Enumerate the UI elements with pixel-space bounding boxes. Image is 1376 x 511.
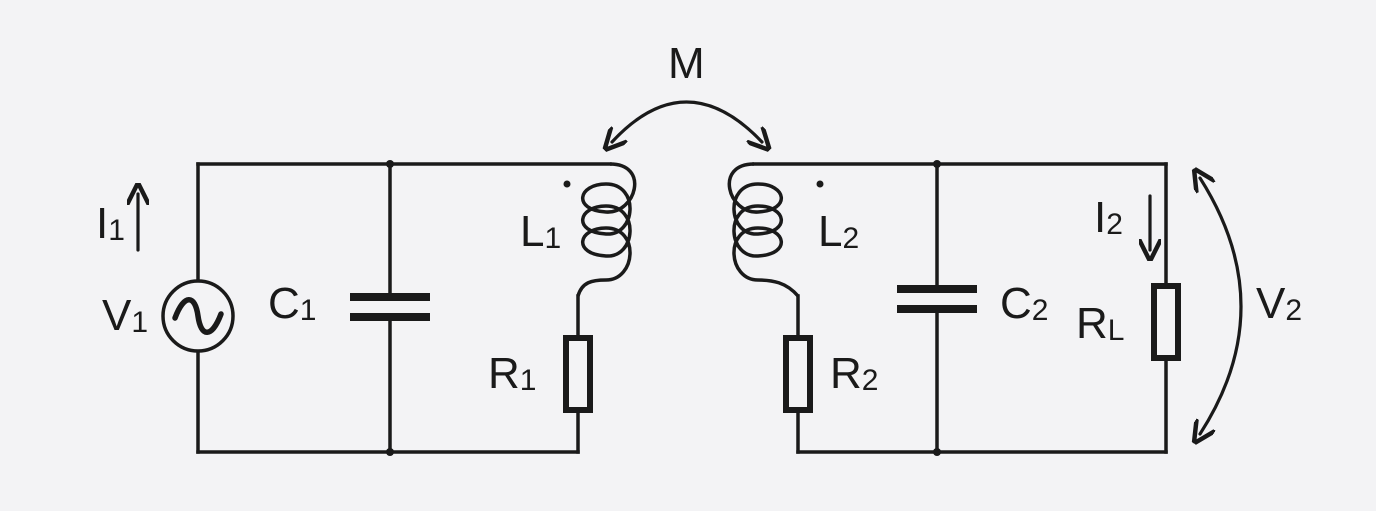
label-l1: L1 — [520, 207, 561, 256]
capacitor-c1-icon — [350, 293, 430, 321]
secondary-circuit — [727, 160, 1243, 456]
label-c2: C2 — [1000, 279, 1048, 328]
inductor-l2-icon — [727, 162, 800, 298]
ac-source-icon — [161, 279, 235, 353]
resistor-rl-icon — [1151, 283, 1181, 361]
label-mutual-inductance: M — [668, 39, 705, 88]
label-l2: L2 — [818, 207, 859, 256]
mutual-inductance-arc-icon — [612, 100, 762, 142]
polarity-dot-l1 — [563, 180, 571, 188]
label-v1: V1 — [102, 291, 148, 340]
junction-dot — [386, 448, 394, 456]
label-i2: I2 — [1094, 193, 1123, 242]
label-v2: V2 — [1256, 279, 1302, 328]
label-c1: C1 — [268, 279, 316, 328]
primary-circuit — [138, 160, 637, 456]
polarity-dot-l2 — [816, 180, 824, 188]
junction-dot — [386, 160, 394, 168]
inductor-l1-icon — [576, 162, 637, 297]
label-rl: RL — [1076, 299, 1124, 348]
label-r1: R1 — [488, 349, 536, 398]
label-i1: I1 — [96, 199, 125, 248]
resistor-r2-icon — [783, 335, 813, 413]
junction-dot — [933, 448, 941, 456]
capacitor-c2-icon — [897, 285, 977, 313]
junction-dot — [933, 160, 941, 168]
voltage-v2-arc-icon — [1200, 178, 1243, 434]
label-r2: R2 — [830, 349, 878, 398]
resistor-r1-icon — [563, 335, 593, 413]
